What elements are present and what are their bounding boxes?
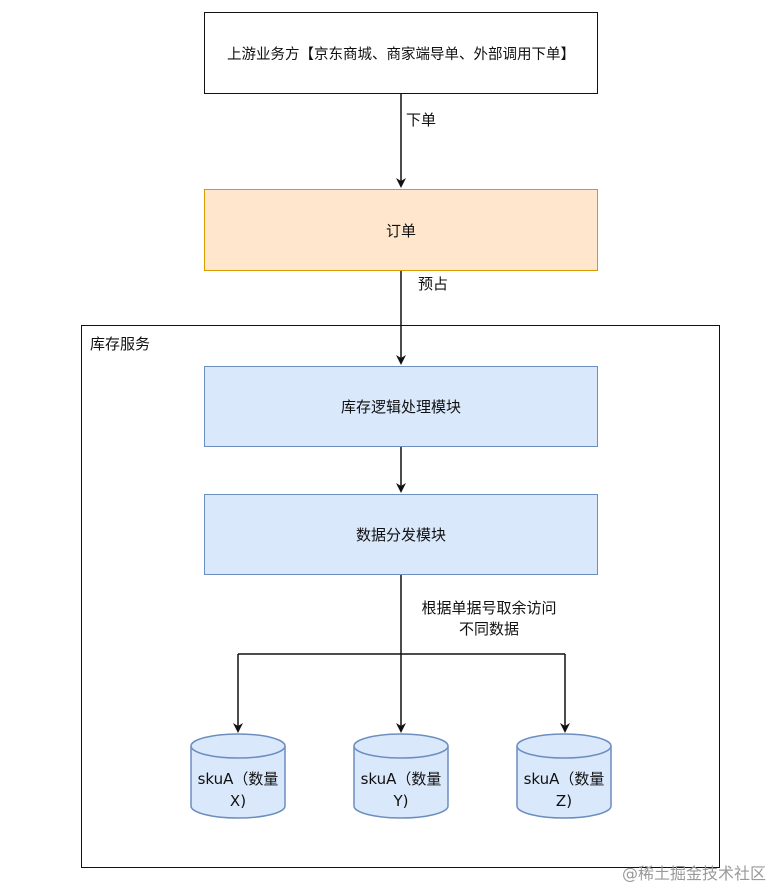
inventory-service-title: 库存服务 [90, 335, 151, 353]
database-cylinder-y [353, 733, 449, 819]
data-distribution-node: 数据分发模块 [204, 494, 598, 575]
edge-label-route-line1: 根据单据号取余访问 [421, 599, 557, 617]
database-label-x: skuA（数量 X) [191, 768, 285, 812]
edge-label-route-line2: 不同数据 [458, 620, 519, 638]
database-cylinder-x [190, 733, 286, 819]
database-y-line2: Y) [393, 792, 409, 810]
upstream-node: 上游业务方【京东商城、商家端导单、外部调用下单】 [204, 12, 598, 94]
database-y-line1: skuA（数量 [360, 770, 442, 788]
inventory-logic-node: 库存逻辑处理模块 [204, 366, 598, 447]
database-cylinder-z [516, 733, 612, 819]
database-label-z: skuA（数量 Z) [517, 768, 611, 812]
edge-label-place-order: 下单 [406, 111, 437, 129]
database-z-line2: Z) [555, 792, 573, 810]
database-x-line2: X) [229, 792, 247, 810]
database-x-line1: skuA（数量 [197, 770, 279, 788]
site-watermark: @稀土掘金技术社区 [622, 864, 767, 883]
order-node: 订单 [204, 189, 598, 271]
database-label-y: skuA（数量 Y) [354, 768, 448, 812]
database-z-line1: skuA（数量 [523, 770, 605, 788]
edge-label-reserve: 预占 [418, 275, 449, 293]
